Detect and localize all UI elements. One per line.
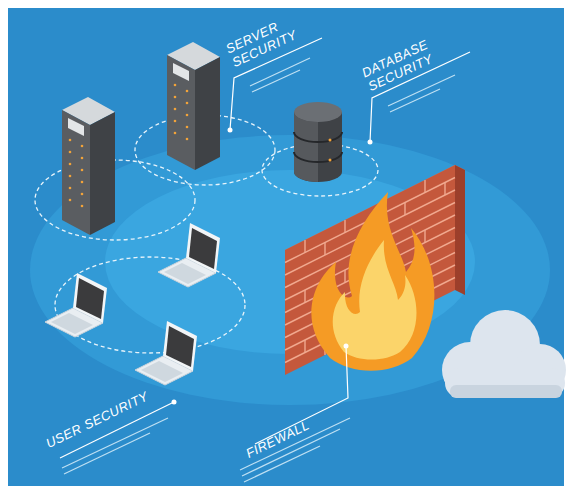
callout-label: FIREWALL bbox=[243, 399, 348, 461]
leader-lines bbox=[60, 38, 470, 458]
laptop bbox=[158, 223, 220, 287]
callout-label: SERVER SECURITY bbox=[223, 10, 306, 70]
server-rack bbox=[167, 42, 220, 170]
leader-dots bbox=[172, 128, 373, 405]
server-rack bbox=[62, 97, 115, 235]
callout-label: USER SECURITY bbox=[43, 376, 175, 451]
filler-lines bbox=[62, 58, 455, 482]
callout-label: DATABASE SECURITY bbox=[359, 28, 455, 94]
database-cylinder bbox=[294, 102, 342, 182]
background bbox=[8, 8, 564, 486]
firewall-wall bbox=[285, 165, 465, 375]
laptop bbox=[135, 321, 197, 385]
laptop bbox=[45, 273, 107, 337]
cloud bbox=[442, 310, 566, 398]
cloud-shade bbox=[450, 385, 562, 398]
fire-flames bbox=[311, 192, 434, 371]
